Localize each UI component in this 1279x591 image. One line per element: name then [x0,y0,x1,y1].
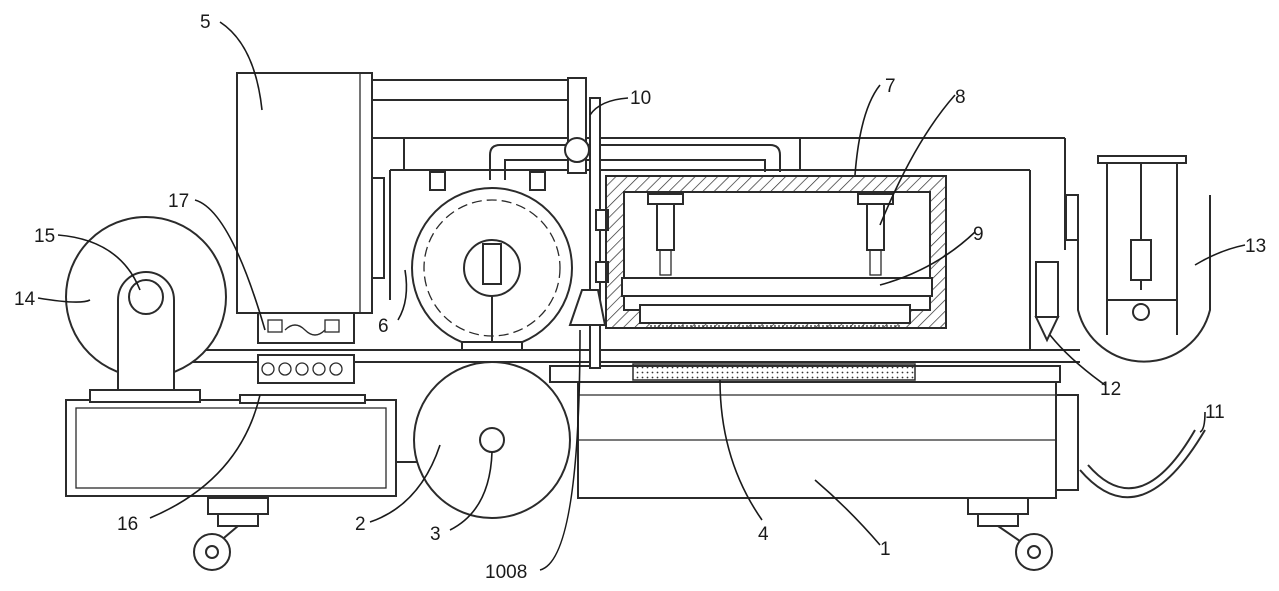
side-tank [1065,155,1211,363]
label-10: 10 [630,88,651,109]
tower-unit [236,72,573,384]
label-11: 11 [1205,402,1225,423]
caster-right [967,497,1053,571]
label-7: 7 [885,76,896,97]
left-base [65,389,420,497]
label-3: 3 [430,524,441,545]
rotary-drum [411,171,573,351]
label-2: 2 [355,514,366,535]
hook [1079,429,1206,499]
press-box [605,175,947,329]
callout-labels: 5 10 7 8 9 17 15 14 6 13 12 11 16 2 3 4 … [14,12,1266,583]
upper-frame [372,77,1066,369]
label-5: 5 [200,12,211,33]
label-15: 15 [34,226,55,247]
label-4: 4 [758,524,769,545]
label-12: 12 [1100,379,1121,400]
label-1008: 1008 [485,562,527,583]
label-14: 14 [14,289,36,310]
label-8: 8 [955,87,966,108]
label-6: 6 [378,316,389,337]
label-1: 1 [880,539,891,560]
label-16: 16 [117,514,138,535]
caster-left [193,497,269,571]
label-9: 9 [973,224,984,245]
conveyor-strip [632,363,916,381]
label-17: 17 [168,191,189,212]
roll-assembly [65,216,227,391]
nozzle [1034,261,1060,343]
leader-lines [37,21,1246,571]
label-13: 13 [1245,236,1266,257]
drive-roller [413,361,571,519]
